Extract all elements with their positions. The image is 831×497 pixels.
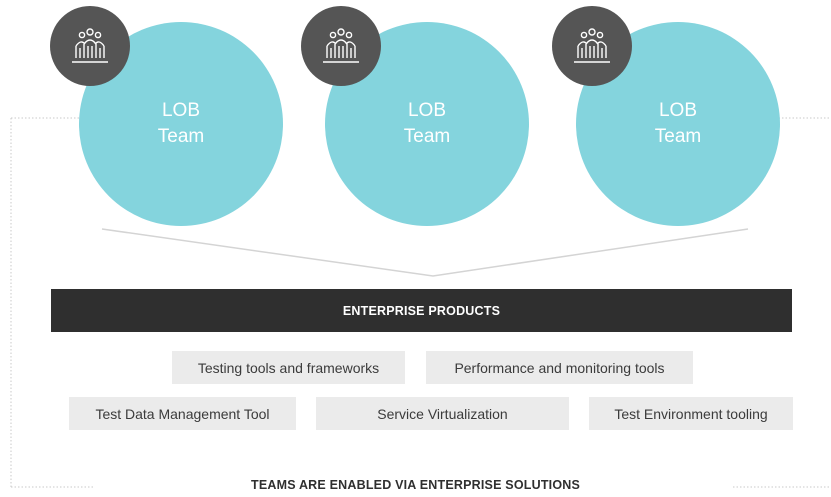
- tool-box-service-virtualization: Service Virtualization: [316, 397, 569, 430]
- tool-box-test-environment: Test Environment tooling: [589, 397, 793, 430]
- tool-label: Testing tools and frameworks: [197, 359, 380, 376]
- tool-label: Test Data Management Tool: [95, 405, 270, 422]
- funnel-connector: [101, 228, 749, 277]
- dotted-border: [10, 117, 831, 488]
- tool-label: Performance and monitoring tools: [454, 359, 665, 376]
- enterprise-products-bar: ENTERPRISE PRODUCTS: [51, 289, 792, 332]
- team-people-icon: [301, 6, 381, 86]
- team-label-line1: LOB: [658, 100, 698, 121]
- team-label-line1: LOB: [161, 100, 201, 121]
- team-people-icon: [552, 6, 632, 86]
- tool-box-performance: Performance and monitoring tools: [426, 351, 693, 384]
- team-label-line2: Team: [403, 126, 451, 147]
- team-label-line2: Team: [157, 126, 205, 147]
- team-label-line1: LOB: [407, 100, 447, 121]
- enterprise-products-title: ENTERPRISE PRODUCTS: [342, 303, 501, 318]
- tool-box-test-data: Test Data Management Tool: [69, 397, 296, 430]
- team-people-icon: [50, 6, 130, 86]
- tool-box-testing: Testing tools and frameworks: [172, 351, 405, 384]
- team-label-line2: Team: [654, 126, 702, 147]
- footer-caption: TEAMS ARE ENABLED VIA ENTERPRISE SOLUTIO…: [250, 478, 581, 492]
- tool-label: Test Environment tooling: [614, 405, 768, 422]
- tool-label: Service Virtualization: [377, 405, 508, 422]
